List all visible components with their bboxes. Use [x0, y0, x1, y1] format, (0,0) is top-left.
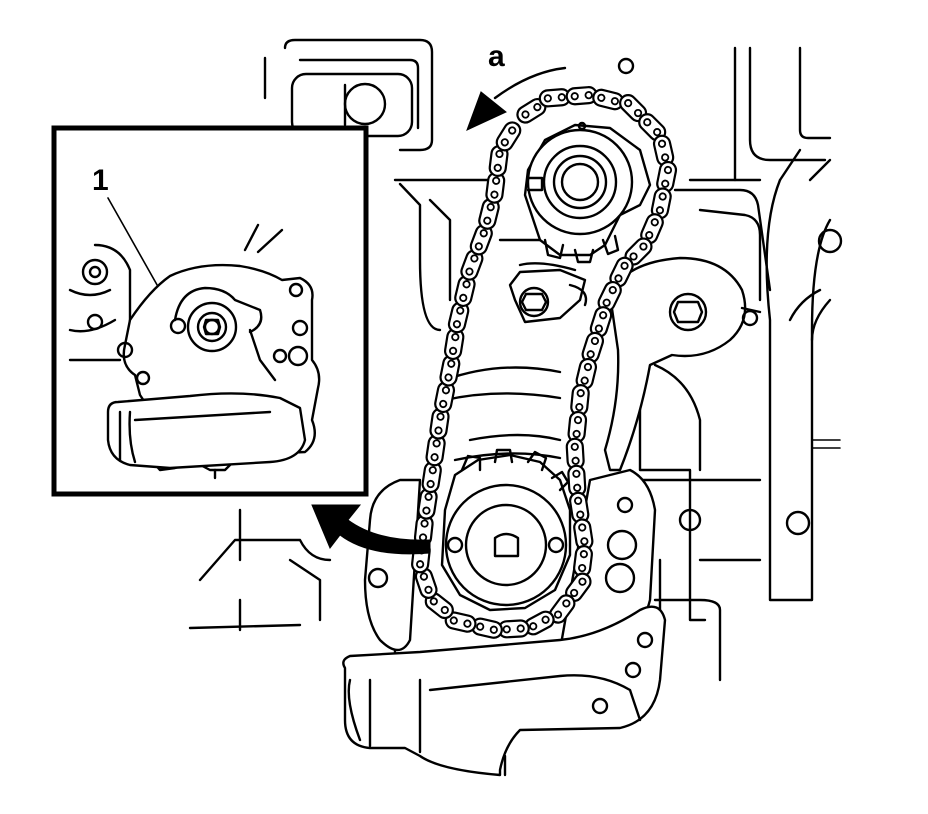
chain-link — [581, 331, 605, 364]
lower-sprocket — [440, 448, 572, 612]
chain-link — [471, 617, 503, 639]
chain-link — [424, 592, 454, 620]
chain-link — [609, 256, 634, 288]
chain-link — [443, 327, 465, 361]
chain-link — [569, 491, 590, 524]
chain-link — [567, 410, 588, 444]
chain-link — [565, 86, 598, 106]
chain-link — [516, 97, 547, 124]
rotation-direction-arrow: a — [466, 40, 567, 131]
chain-link — [495, 121, 522, 152]
chain-link — [652, 134, 675, 167]
inset-callout-label: 1 — [92, 164, 109, 197]
chain-link — [524, 610, 555, 636]
curved-pointer-arrow-icon — [311, 504, 431, 555]
chain-link — [650, 187, 672, 220]
upper-sprocket — [523, 121, 652, 264]
chain-link — [567, 464, 587, 497]
inset-pointer-arrow — [311, 504, 431, 555]
chain-link — [573, 545, 593, 578]
oil-pump-body — [342, 468, 702, 777]
chain-link — [421, 461, 442, 494]
chain-link — [497, 619, 530, 639]
chain-link — [447, 301, 470, 334]
inset-detail: 1 — [51, 125, 369, 497]
chain-link — [570, 384, 590, 417]
chain-link — [454, 275, 476, 308]
chain-link — [439, 354, 461, 387]
chain-link — [434, 381, 456, 414]
chain-link — [573, 518, 594, 551]
chain-link — [488, 144, 509, 177]
chain-link — [414, 567, 438, 599]
center-bolt-bracket — [508, 268, 588, 324]
curved-arrow-icon — [493, 66, 567, 100]
chain-link — [565, 437, 585, 470]
rotation-arrow-label: a — [488, 40, 505, 73]
chain-link — [460, 249, 484, 281]
chain-link — [478, 198, 500, 230]
timing-chain — [411, 86, 678, 639]
chain-link — [538, 88, 571, 108]
chain-link — [444, 611, 477, 633]
chain-link — [592, 88, 624, 111]
chain-link — [589, 306, 613, 338]
chain-link — [417, 487, 438, 520]
chain-tensioner-arm — [603, 256, 762, 472]
chain-link — [565, 572, 592, 603]
